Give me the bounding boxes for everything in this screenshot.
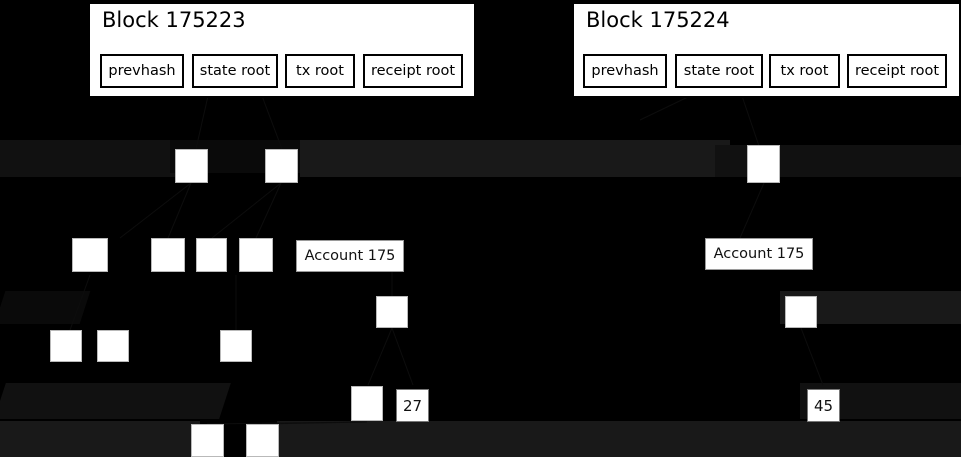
band-state-row-left (0, 140, 180, 177)
trie-node-bottom-b[interactable] (246, 424, 279, 457)
block-175223-field-receipt-root[interactable]: receipt root (363, 54, 463, 88)
block-175223-field-tx-root[interactable]: tx root (285, 54, 355, 88)
trie-node-value-parent-old[interactable] (351, 386, 383, 421)
account-leaf-new[interactable]: Account 175 (705, 238, 813, 270)
block-175224-field-prevhash[interactable]: prevhash (583, 54, 667, 88)
band-low-left (0, 383, 231, 419)
block-175224-field-tx-root[interactable]: tx root (769, 54, 840, 88)
trie-node-storage-a[interactable] (50, 330, 82, 362)
trie-node-account-b[interactable] (151, 238, 185, 272)
block-175224-field-receipt-root[interactable]: receipt root (847, 54, 947, 88)
trie-node-account-c[interactable] (196, 238, 227, 272)
block-175223-field-state-root[interactable]: state root (192, 54, 278, 88)
trie-node-state-root-old[interactable] (175, 149, 208, 183)
trie-node-storage-b[interactable] (97, 330, 129, 362)
trie-node-storage-c[interactable] (220, 330, 252, 362)
account-leaf-old[interactable]: Account 175 (296, 240, 404, 272)
block-title: Block 175223 (102, 8, 246, 32)
trie-node-state-root-branch-right[interactable] (747, 145, 780, 183)
trie-node-account-a[interactable] (72, 238, 108, 272)
trie-node-account-d[interactable] (239, 238, 273, 272)
band-mid-left (0, 291, 91, 324)
trie-node-storage-root-old[interactable] (376, 296, 408, 328)
trie-node-storage-root-new[interactable] (785, 296, 817, 328)
band-bottom-right (277, 421, 961, 457)
band-bottom-left (0, 421, 200, 457)
block-title: Block 175224 (586, 8, 730, 32)
storage-value-new[interactable]: 45 (807, 389, 840, 422)
block-175223-field-prevhash[interactable]: prevhash (100, 54, 184, 88)
trie-node-state-root-new[interactable] (265, 149, 298, 183)
storage-value-old[interactable]: 27 (396, 389, 429, 422)
band-state-row-mid (300, 140, 730, 177)
block-175224-field-state-root[interactable]: state root (675, 54, 763, 88)
trie-node-bottom-a[interactable] (191, 424, 224, 457)
